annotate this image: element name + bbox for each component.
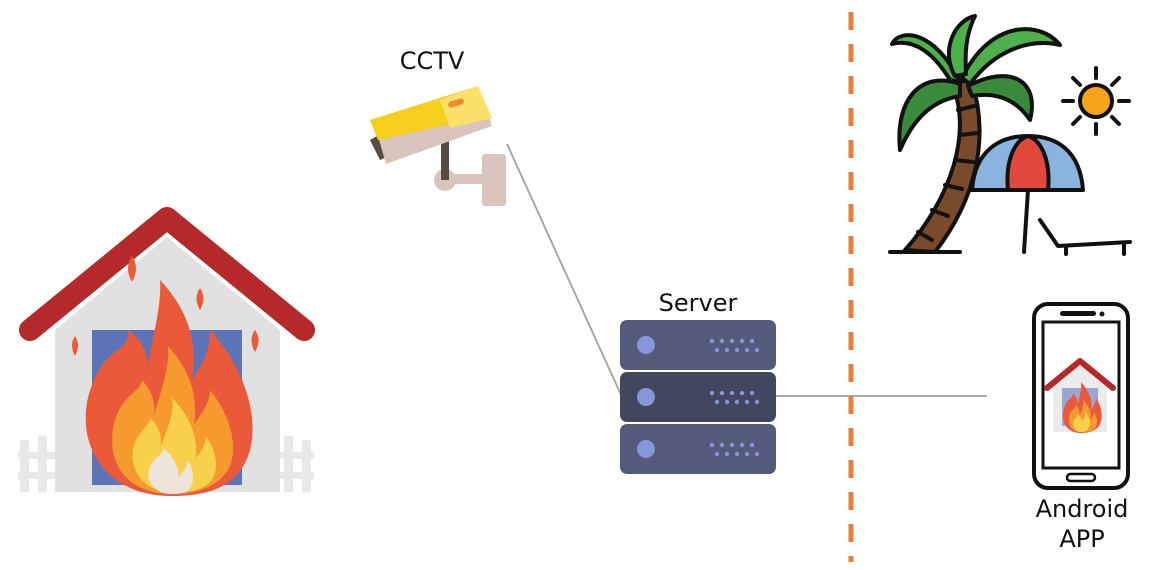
smartphone-icon — [1032, 302, 1130, 490]
cctv-camera-icon — [370, 86, 506, 206]
phone-screen-house-icon — [1044, 358, 1116, 433]
cctv-to-server-connector — [506, 143, 623, 398]
burning-house-icon — [18, 207, 315, 496]
server-label: Server — [658, 289, 738, 317]
beach-vacation-icon — [888, 14, 1132, 256]
android-app-label-line2: APP — [1059, 525, 1105, 553]
cctv-label: CCTV — [399, 47, 465, 75]
android-app-label-line1: Android — [1035, 495, 1129, 523]
server-rack-icon — [620, 320, 776, 474]
